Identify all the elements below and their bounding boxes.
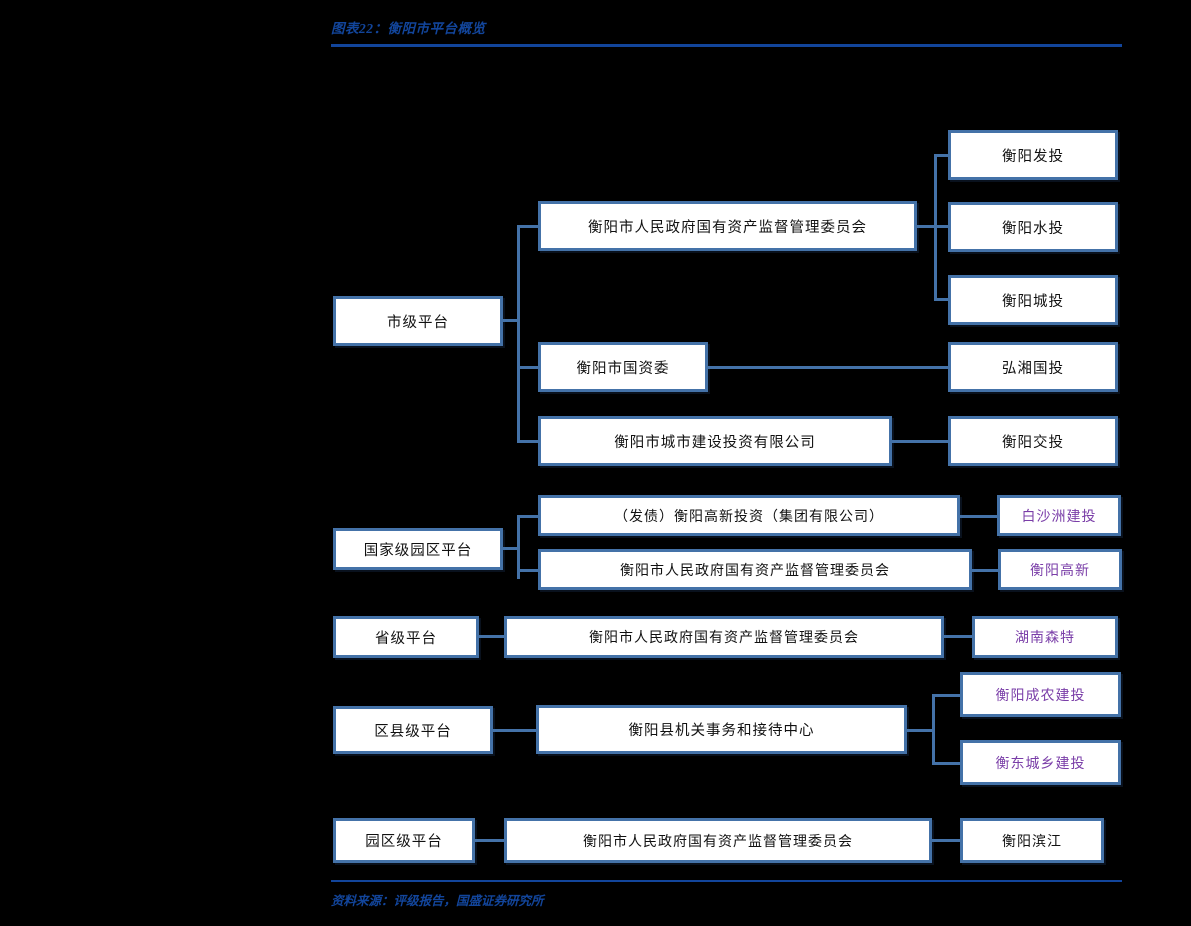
node-plat-hongxiang[interactable]: 弘湘国投 (948, 342, 1118, 392)
connector-center-trunk (932, 694, 935, 764)
connector-prov-to-sasac (479, 635, 506, 638)
node-owner-county-center[interactable]: 衡阳县机关事务和接待中心 (536, 705, 907, 754)
connector-sasac-stub (917, 225, 937, 228)
node-owner-sasac-parklevel[interactable]: 衡阳市人民政府国有资产监督管理委员会 (504, 818, 932, 863)
node-plat-sente[interactable]: 湖南森特 (972, 616, 1118, 658)
header-divider (331, 44, 1122, 47)
node-level-national-park[interactable]: 国家级园区平台 (333, 528, 503, 570)
node-owner-sasac-park2[interactable]: 衡阳市人民政府国有资产监督管理委员会 (538, 549, 972, 590)
connector-sasac-to-chengtou (934, 298, 950, 301)
connector-city-to-guoziwei (517, 366, 539, 369)
connector-sasac-to-shuitou (934, 225, 950, 228)
node-plat-hengdong[interactable]: 衡东城乡建投 (960, 740, 1121, 785)
node-plat-gaoxin[interactable]: 衡阳高新 (998, 549, 1122, 590)
node-plat-shuitou[interactable]: 衡阳水投 (948, 202, 1118, 252)
node-level-province[interactable]: 省级平台 (333, 616, 479, 658)
node-level-county[interactable]: 区县级平台 (333, 706, 493, 754)
node-plat-chengtou[interactable]: 衡阳城投 (948, 275, 1118, 325)
connector-npark-stub (503, 547, 520, 550)
node-owner-guoziwei[interactable]: 衡阳市国资委 (538, 342, 708, 392)
connector-npark-to-sasac2 (517, 569, 539, 572)
connector-county-to-center (493, 729, 538, 732)
source-note: 资料来源：评级报告，国盛证券研究所 (331, 894, 544, 908)
connector-center-stub (907, 729, 935, 732)
connector-sasac2-to-gaoxin (972, 569, 1000, 572)
connector-sasac-to-fatou (934, 154, 950, 157)
footer-divider (331, 880, 1122, 882)
connector-city-stub (503, 319, 520, 322)
node-owner-sasac-prov[interactable]: 衡阳市人民政府国有资产监督管理委员会 (504, 616, 944, 658)
node-plat-fatou[interactable]: 衡阳发投 (948, 130, 1118, 180)
connector-npark-trunk (517, 515, 520, 579)
connector-center-to-chengnong (932, 694, 962, 697)
node-owner-sasac-city[interactable]: 衡阳市人民政府国有资产监督管理委员会 (538, 201, 917, 251)
connector-chengtouco-to-jiaotou (892, 440, 950, 443)
connector-gaoxingroup-to-baishazhou (960, 515, 999, 518)
node-owner-chengtou-co[interactable]: 衡阳市城市建设投资有限公司 (538, 416, 892, 466)
connector-park-to-sasac (475, 839, 506, 842)
connector-npark-to-gaoxin-group (517, 515, 539, 518)
connector-center-to-hengdong (932, 762, 962, 765)
node-plat-jiaotou[interactable]: 衡阳交投 (948, 416, 1118, 466)
node-level-park[interactable]: 园区级平台 (333, 818, 475, 863)
node-plat-chengnong[interactable]: 衡阳成农建投 (960, 672, 1121, 717)
node-plat-baishazhou[interactable]: 白沙洲建投 (997, 495, 1121, 536)
connector-city-to-chengtou-co (517, 440, 539, 443)
connector-city-trunk (517, 225, 520, 443)
connector-sasacprov-to-sente (944, 635, 974, 638)
node-plat-binjiang[interactable]: 衡阳滨江 (960, 818, 1104, 863)
figure-title: 图表22：衡阳市平台概览 (331, 21, 486, 36)
node-owner-gaoxin-group[interactable]: （发债）衡阳高新投资（集团有限公司） (538, 495, 960, 536)
node-level-city[interactable]: 市级平台 (333, 296, 503, 346)
connector-sasacpark-to-binjiang (932, 839, 962, 842)
connector-city-to-sasac (517, 225, 539, 228)
connector-guoziwei-to-hongxiang (708, 366, 950, 369)
